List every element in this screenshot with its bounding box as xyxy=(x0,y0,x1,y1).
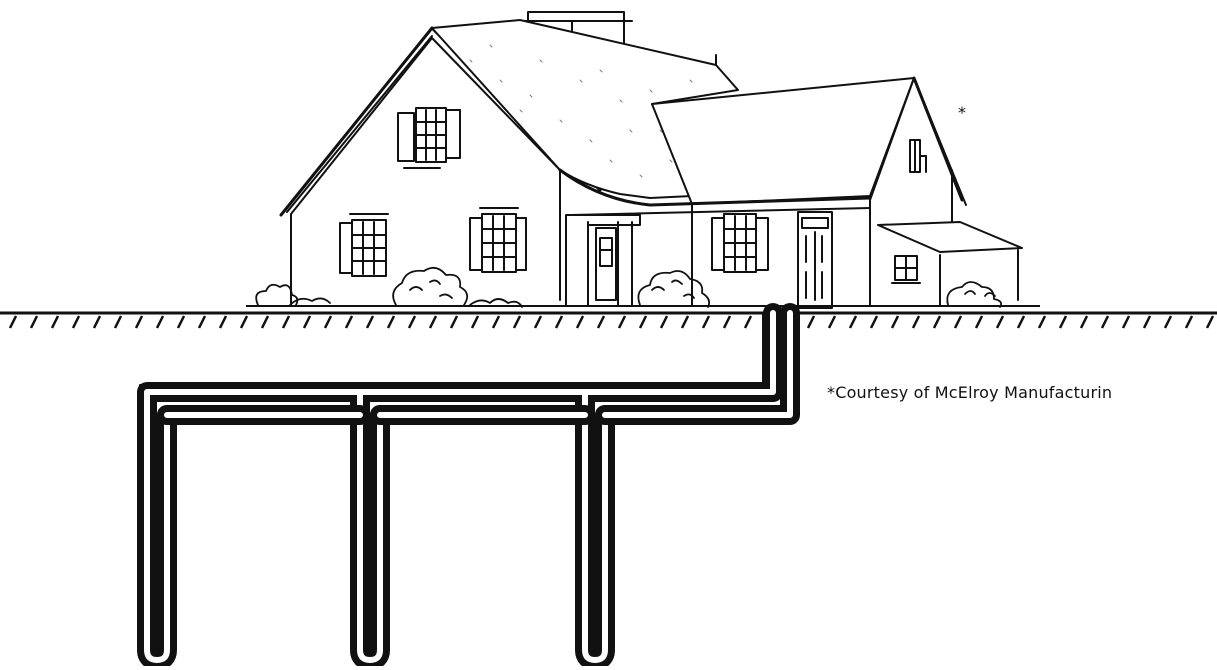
ground-hatch-mark xyxy=(617,315,627,329)
front-door xyxy=(797,211,833,309)
ground-hatch-mark xyxy=(554,315,564,329)
ground-hatch-mark xyxy=(512,315,522,329)
ground-loop-pipe xyxy=(137,303,800,670)
ground-hatch-mark xyxy=(890,315,900,329)
ground-hatch-mark xyxy=(239,315,249,329)
ground-hatch-mark xyxy=(575,315,585,329)
ground-hatch-mark xyxy=(701,315,711,329)
ground-hatch-mark xyxy=(302,315,312,329)
ground-hatch-mark xyxy=(428,315,438,329)
ground-hatch-mark xyxy=(911,315,921,329)
ground-hatch-mark xyxy=(176,315,186,329)
ground-hatch-mark xyxy=(1121,315,1131,329)
ground-hatch-mark xyxy=(155,315,165,329)
side-porch-roof xyxy=(877,221,1023,253)
ground-hatch-mark xyxy=(932,315,942,329)
window-left xyxy=(339,213,389,277)
ground-surface xyxy=(0,305,1217,329)
courtesy-caption: *Courtesy of McElroy Manufacturin xyxy=(827,383,1113,402)
roof-texture xyxy=(469,44,693,178)
upper-window xyxy=(397,107,461,169)
ground-hatch-mark xyxy=(491,315,501,329)
ground-hatch-mark xyxy=(386,315,396,329)
wing-roof xyxy=(651,77,915,205)
ground-hatch-mark xyxy=(1037,315,1047,329)
ground-hatch-mark xyxy=(806,315,816,329)
ground-hatch-mark xyxy=(92,315,102,329)
ground-hatch-mark xyxy=(1163,315,1173,329)
ground-hatch-mark xyxy=(365,315,375,329)
shrubs xyxy=(255,266,1003,308)
ground-hatch-mark xyxy=(113,315,123,329)
porch xyxy=(565,214,641,306)
ground-hatch-mark xyxy=(1079,315,1089,329)
ground-hatch-mark xyxy=(974,315,984,329)
ground-hatch-mark xyxy=(953,315,963,329)
ground-hatch-mark xyxy=(596,315,606,329)
ground-hatch-mark xyxy=(134,315,144,329)
window-side xyxy=(891,255,921,284)
ground-hatch-mark xyxy=(533,315,543,329)
house-drawing xyxy=(255,11,1023,309)
ground-hatching xyxy=(8,315,1215,329)
ground-hatch-mark xyxy=(218,315,228,329)
window-wing xyxy=(711,213,769,273)
gable-window xyxy=(909,139,927,173)
ground-hatch-mark xyxy=(869,315,879,329)
ground-hatch-mark xyxy=(260,315,270,329)
ground-hatch-mark xyxy=(848,315,858,329)
ground-hatch-mark xyxy=(722,315,732,329)
porch-door xyxy=(595,227,617,301)
ground-hatch-mark xyxy=(743,315,753,329)
ground-hatch-mark xyxy=(1205,315,1215,329)
ground-hatch-mark xyxy=(1016,315,1026,329)
ground-hatch-mark xyxy=(1184,315,1194,329)
ground-hatch-mark xyxy=(827,315,837,329)
ground-hatch-mark xyxy=(638,315,648,329)
ground-hatch-mark xyxy=(680,315,690,329)
ground-hatch-mark xyxy=(197,315,207,329)
window-middle xyxy=(469,207,527,273)
ground-hatch-mark xyxy=(407,315,417,329)
ground-hatch-mark xyxy=(50,315,60,329)
ground-hatch-mark xyxy=(1142,315,1152,329)
ground-hatch-mark xyxy=(281,315,291,329)
ground-hatch-mark xyxy=(1100,315,1110,329)
ground-hatch-mark xyxy=(8,315,18,329)
ground-hatch-mark xyxy=(449,315,459,329)
ground-hatch-mark xyxy=(995,315,1005,329)
ground-hatch-mark xyxy=(1058,315,1068,329)
ground-hatch-mark xyxy=(659,315,669,329)
ground-hatch-mark xyxy=(71,315,81,329)
ground-hatch-mark xyxy=(344,315,354,329)
house-marker: * xyxy=(958,103,966,122)
ground-hatch-mark xyxy=(29,315,39,329)
ground-hatch-mark xyxy=(470,315,480,329)
ground-hatch-mark xyxy=(323,315,333,329)
